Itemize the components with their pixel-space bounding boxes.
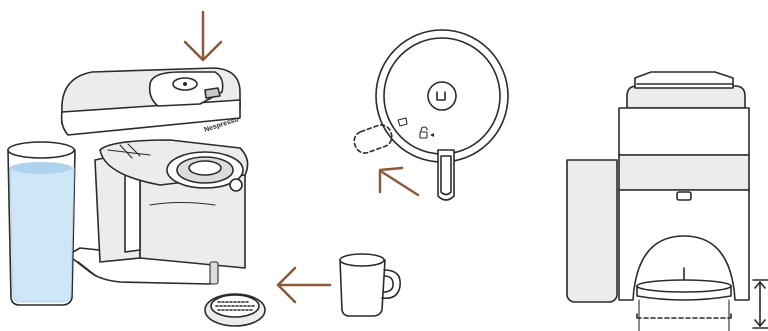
open-lever-arrow-icon [380, 168, 418, 195]
drip-tray [205, 294, 265, 326]
front-head [627, 72, 745, 108]
height-adjust-icon [753, 280, 768, 328]
head-lever[interactable] [438, 150, 454, 200]
water-tank [8, 142, 75, 305]
adjustable-drip-tray [637, 268, 731, 331]
mug [340, 254, 400, 316]
machine-head: Nespresso [62, 68, 240, 135]
remove-tray-arrow-icon [278, 268, 330, 302]
machine-front-view [555, 0, 768, 331]
power-button-icon [428, 82, 456, 110]
head-top-view [340, 0, 540, 230]
capsule-slot-outline [351, 122, 394, 156]
insert-capsule-arrow-icon [185, 12, 221, 60]
